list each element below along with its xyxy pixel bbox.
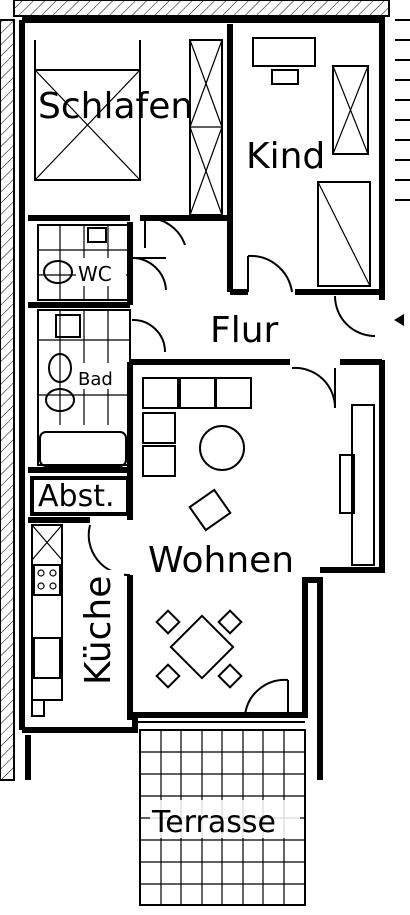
sofa-top <box>142 377 252 409</box>
stair-hatch <box>395 19 410 201</box>
terrasse-label-bg <box>150 800 300 838</box>
doors <box>87 216 376 716</box>
entrance-arrow-icon <box>394 314 404 326</box>
dining-table <box>155 609 243 689</box>
top-wall-hatch <box>13 0 390 17</box>
room-label-bad: Bad <box>78 369 113 390</box>
wardrobe-kind <box>332 65 369 155</box>
coffee-table <box>199 425 245 471</box>
room-label-kind: Kind <box>246 136 325 177</box>
room-label-terrasse: Terrasse <box>151 805 276 840</box>
bed <box>34 40 141 181</box>
desk <box>252 37 316 85</box>
armchair <box>188 488 232 532</box>
wc-label-bg <box>76 258 126 286</box>
tv-cabinet <box>339 404 375 566</box>
room-label-kueche: Küche <box>78 576 119 685</box>
room-label-schlafen: Schlafen <box>38 86 193 127</box>
room-label-flur: Flur <box>210 310 279 351</box>
exterior-wall-hatch <box>0 19 15 781</box>
room-label-abst: Abst. <box>38 479 115 514</box>
kitchen-counter <box>31 524 63 717</box>
sofa-left <box>142 412 176 477</box>
kueche-label-bg <box>68 570 124 688</box>
abst-box <box>30 476 130 516</box>
wardrobe-schlafen <box>189 39 223 216</box>
room-label-wohnen: Wohnen <box>148 540 294 581</box>
outer-walls <box>19 17 385 780</box>
room-label-wc: WC <box>78 262 112 286</box>
bed-kind <box>317 181 371 287</box>
bad-label-bg <box>76 363 126 389</box>
